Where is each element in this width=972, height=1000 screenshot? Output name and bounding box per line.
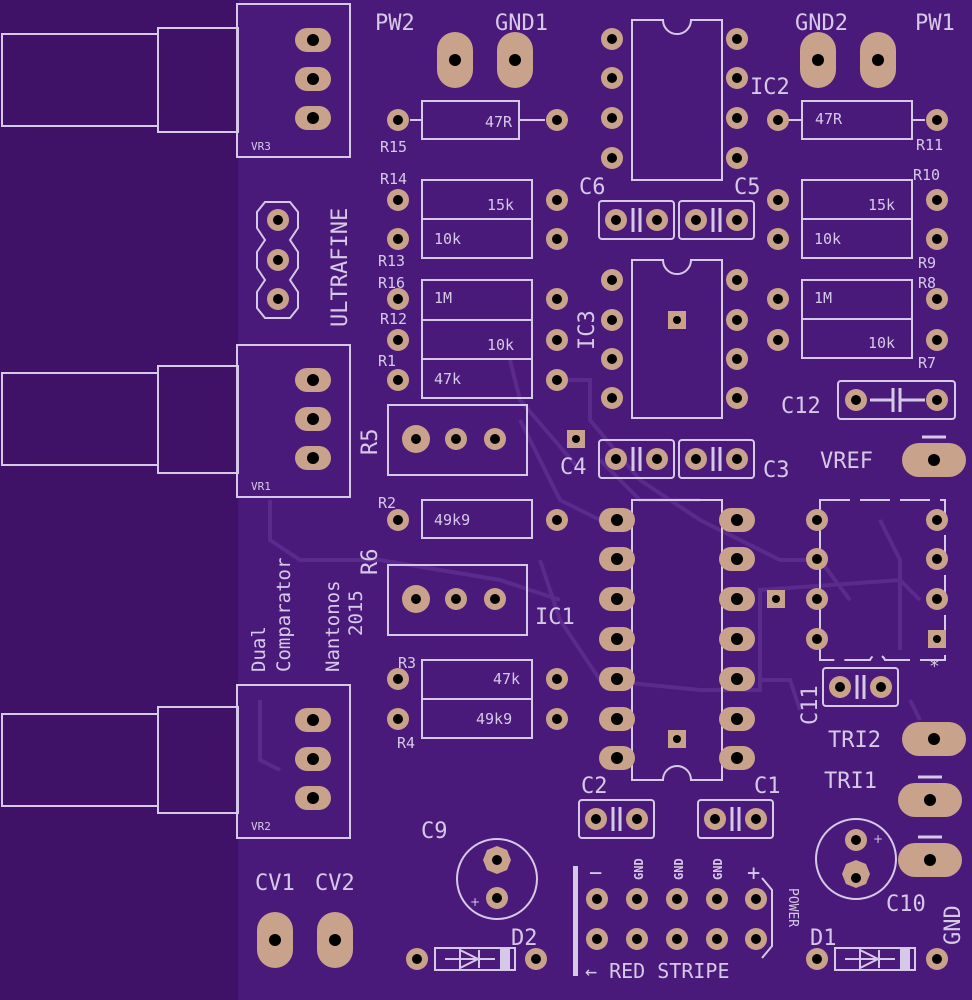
pot-vr3-label: VR3 bbox=[251, 140, 271, 153]
ref-r13: R13 bbox=[378, 252, 405, 270]
ic1-label: IC1 bbox=[535, 605, 575, 630]
val-r12: 10k bbox=[487, 336, 514, 354]
pad-gnd1-label: GND1 bbox=[495, 11, 548, 36]
cap-c4-label: C4 bbox=[560, 455, 587, 480]
red-stripe-label: ← RED STRIPE bbox=[585, 959, 730, 983]
val-r2: 49k9 bbox=[434, 511, 470, 529]
ref-r11: R11 bbox=[916, 136, 943, 154]
capacitor-outlines bbox=[578, 200, 956, 839]
val-r8: 1M bbox=[814, 289, 832, 307]
pad-cv1-label: CV1 bbox=[255, 871, 295, 896]
info-year: 2015 bbox=[345, 590, 367, 636]
info-comparator: Comparator bbox=[273, 558, 295, 672]
pad-gnd2-label: GND2 bbox=[795, 11, 848, 36]
cap-c3-label: C3 bbox=[763, 458, 790, 483]
val-r14: 15k bbox=[487, 196, 514, 214]
val-r11: 47R bbox=[815, 110, 843, 128]
trimmer-r5-label: R5 bbox=[358, 429, 383, 456]
val-r7: 10k bbox=[868, 334, 895, 352]
ic2 bbox=[601, 19, 748, 181]
val-r3: 47k bbox=[493, 670, 520, 688]
cap-c1-label: C1 bbox=[754, 774, 781, 799]
power-minus-label: − bbox=[589, 861, 602, 886]
val-r1: 47k bbox=[434, 370, 461, 388]
val-r4: 49k9 bbox=[476, 710, 512, 728]
power-gnd-label-3: GND bbox=[711, 858, 725, 880]
info-dual: Dual bbox=[248, 626, 270, 672]
val-r15: 47R bbox=[485, 113, 513, 131]
ic3-label: IC3 bbox=[575, 310, 600, 350]
ref-r12: R12 bbox=[380, 310, 407, 328]
trimmer-r6-label: R6 bbox=[358, 549, 383, 576]
tri-socket bbox=[806, 499, 948, 661]
ref-r15: R15 bbox=[380, 138, 407, 156]
cap-c2-label: C2 bbox=[581, 774, 608, 799]
trimmer-r6 bbox=[387, 564, 528, 636]
power-gnd-label-2: GND bbox=[672, 858, 686, 880]
val-r10: 15k bbox=[868, 196, 895, 214]
power-plus-label: + bbox=[747, 861, 760, 886]
ic2-label: IC2 bbox=[750, 75, 790, 100]
pot-vr3 bbox=[1, 3, 351, 158]
ref-r4: R4 bbox=[397, 734, 415, 752]
val-r9: 10k bbox=[814, 230, 841, 248]
ic3 bbox=[601, 259, 748, 419]
cap-c9-label: C9 bbox=[421, 819, 448, 844]
svg-text:+: + bbox=[873, 832, 883, 846]
pot-vr1 bbox=[1, 344, 351, 498]
val-r16: 1M bbox=[434, 289, 452, 307]
power-header bbox=[573, 866, 773, 976]
cap-c12-label: C12 bbox=[781, 394, 821, 419]
info-nantonos: Nantonos bbox=[322, 580, 344, 672]
power-label: POWER bbox=[785, 888, 800, 927]
resistor-bodies bbox=[410, 100, 925, 739]
ref-r14: R14 bbox=[380, 170, 407, 188]
ultrafine-header bbox=[256, 201, 299, 319]
pad-tri1 bbox=[898, 783, 962, 817]
ref-r1: R1 bbox=[378, 352, 396, 370]
diode-d2 bbox=[406, 947, 547, 971]
ref-r9: R9 bbox=[918, 254, 936, 272]
ic1 bbox=[599, 499, 755, 781]
pad-tri1-label: TRI1 bbox=[824, 769, 877, 794]
trimmer-r5 bbox=[387, 404, 528, 476]
power-gnd-label-1: GND bbox=[632, 858, 646, 880]
pad-tri2-label: TRI2 bbox=[828, 728, 881, 753]
pad-pw1-label: PW1 bbox=[915, 11, 955, 36]
pot-vr1-label: VR1 bbox=[251, 480, 271, 493]
ref-r2: R2 bbox=[378, 494, 396, 512]
ref-r16: R16 bbox=[378, 274, 405, 292]
cap-c5-label: C5 bbox=[734, 175, 761, 200]
pad-gnd-right bbox=[898, 843, 962, 877]
tri-marker: * bbox=[929, 656, 940, 677]
ref-r10: R10 bbox=[913, 166, 940, 184]
cap-c6-label: C6 bbox=[579, 175, 606, 200]
cap-c11-label: C11 bbox=[798, 685, 823, 725]
ref-r7: R7 bbox=[918, 354, 936, 372]
val-r13: 10k bbox=[434, 230, 461, 248]
pad-tri2 bbox=[902, 722, 966, 756]
pad-vref bbox=[902, 443, 966, 477]
pot-vr2 bbox=[1, 684, 351, 839]
svg-text:+: + bbox=[470, 895, 480, 909]
pad-pw2-label: PW2 bbox=[375, 11, 415, 36]
pad-cv2-label: CV2 bbox=[315, 871, 355, 896]
diode-d1 bbox=[806, 947, 948, 971]
cap-c9: + bbox=[456, 838, 538, 920]
pad-vref-label: VREF bbox=[820, 449, 873, 474]
ref-r3: R3 bbox=[398, 654, 416, 672]
diode-d2-label: D2 bbox=[511, 926, 538, 951]
pad-gnd-label: GND bbox=[941, 905, 966, 945]
cap-c10: + bbox=[815, 818, 897, 900]
diode-d1-label: D1 bbox=[810, 926, 837, 951]
cap-c10-label: C10 bbox=[886, 892, 926, 917]
pot-vr2-label: VR2 bbox=[251, 820, 271, 833]
ref-r8: R8 bbox=[918, 274, 936, 292]
ultrafine-label: ULTRAFINE bbox=[328, 208, 353, 327]
capacitor-plates bbox=[611, 208, 925, 831]
